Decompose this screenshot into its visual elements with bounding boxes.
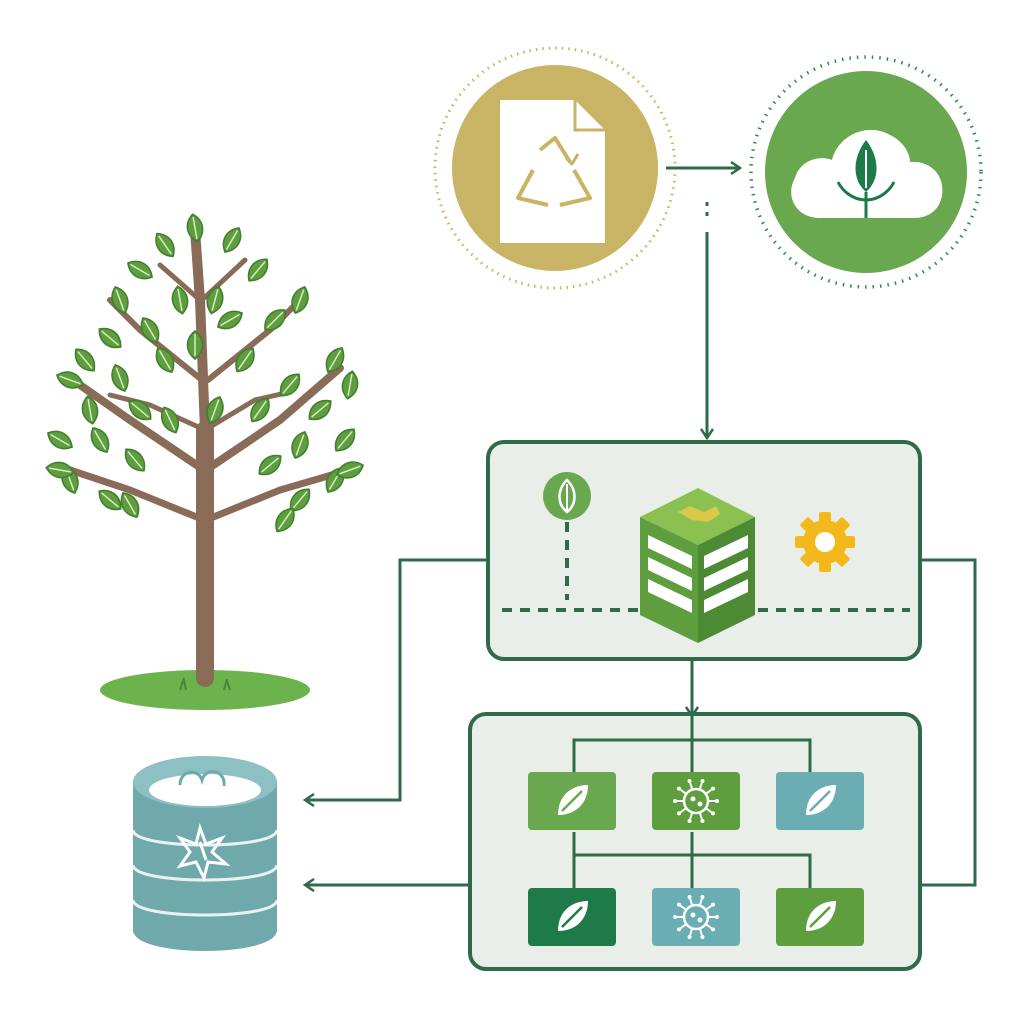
grass-mound [100,670,310,710]
tree-leaf [90,427,110,453]
output-tile [776,772,864,830]
tree-leaf [250,397,270,423]
output-tiles [528,772,864,946]
output-panel [468,712,922,971]
document-fold [573,100,605,132]
tree-leaf [308,399,332,421]
tree-leaf [341,370,359,400]
tree-leaf [111,363,129,393]
tree-leaf [120,492,140,518]
tree-leaf [217,310,243,330]
tree-leaf [291,430,309,460]
tree-leaf [264,309,286,331]
tree-leaf [124,448,146,472]
processing-panel [486,440,922,661]
tree-leaf [155,347,175,373]
tree-leaf [47,430,73,450]
output-tile [528,888,616,946]
grass-tufts [179,677,231,691]
virus-icon [673,895,719,939]
tree-leaf [127,260,153,280]
tree-trunk [66,225,344,687]
server-stack-icon [640,488,755,643]
output-tile [776,888,864,946]
tree-leaf [45,461,75,479]
tree-leaf [74,348,96,372]
tree-leaf [334,428,356,452]
tree-leaf [258,454,282,476]
tree-leaf [81,395,99,425]
recycle-icon [516,136,592,207]
tree-leaves [45,213,365,533]
tree-leaf [291,285,309,315]
tree-leaf [171,285,189,315]
tree-leaf [335,461,365,479]
database-cylinder-icon [131,756,279,951]
tree-leaf [279,373,301,397]
document-sheet [500,100,605,243]
leaf-icon [806,785,836,815]
output-tile [528,772,616,830]
tree-leaf [235,347,255,373]
tree-leaf [98,327,122,349]
tree-leaf [275,507,295,533]
leaf-icon [558,785,588,815]
cloud-node-dotted-ring [749,55,983,289]
tree-leaf [111,285,129,315]
leaf-pin-icon [543,472,591,600]
tree-leaf [186,213,204,243]
cloud-plant-node [749,55,983,289]
database-badge-icon [175,822,231,883]
tree-leaf [222,227,242,253]
tree-leaf [161,406,179,434]
tree-leaf [325,347,345,373]
tree-leaf [55,371,85,389]
processing-to-database-arrow [305,558,488,800]
tree-leaf [140,317,160,343]
recycle-document-node [433,46,677,290]
connectors [305,168,977,887]
tree-leaf [155,232,175,258]
tree-leaf [206,285,224,315]
tree-leaf [206,395,224,425]
database-contents-icon [178,770,226,787]
gear-icon [795,512,855,572]
tree-leaf [289,488,311,512]
output-tile [652,888,740,946]
tree-leaf [128,399,152,421]
sprout-icon [836,140,896,218]
output-tree-lines [572,716,812,888]
leaf-icon [558,901,588,931]
tree-leaf [186,330,204,360]
right-feedback-loop [920,558,977,887]
tree-leaf [247,258,269,282]
leaf-icon [806,901,836,931]
virus-icon [673,779,719,823]
tree-leaf [98,489,122,511]
tree-icon [45,213,365,710]
output-tile [652,772,740,830]
